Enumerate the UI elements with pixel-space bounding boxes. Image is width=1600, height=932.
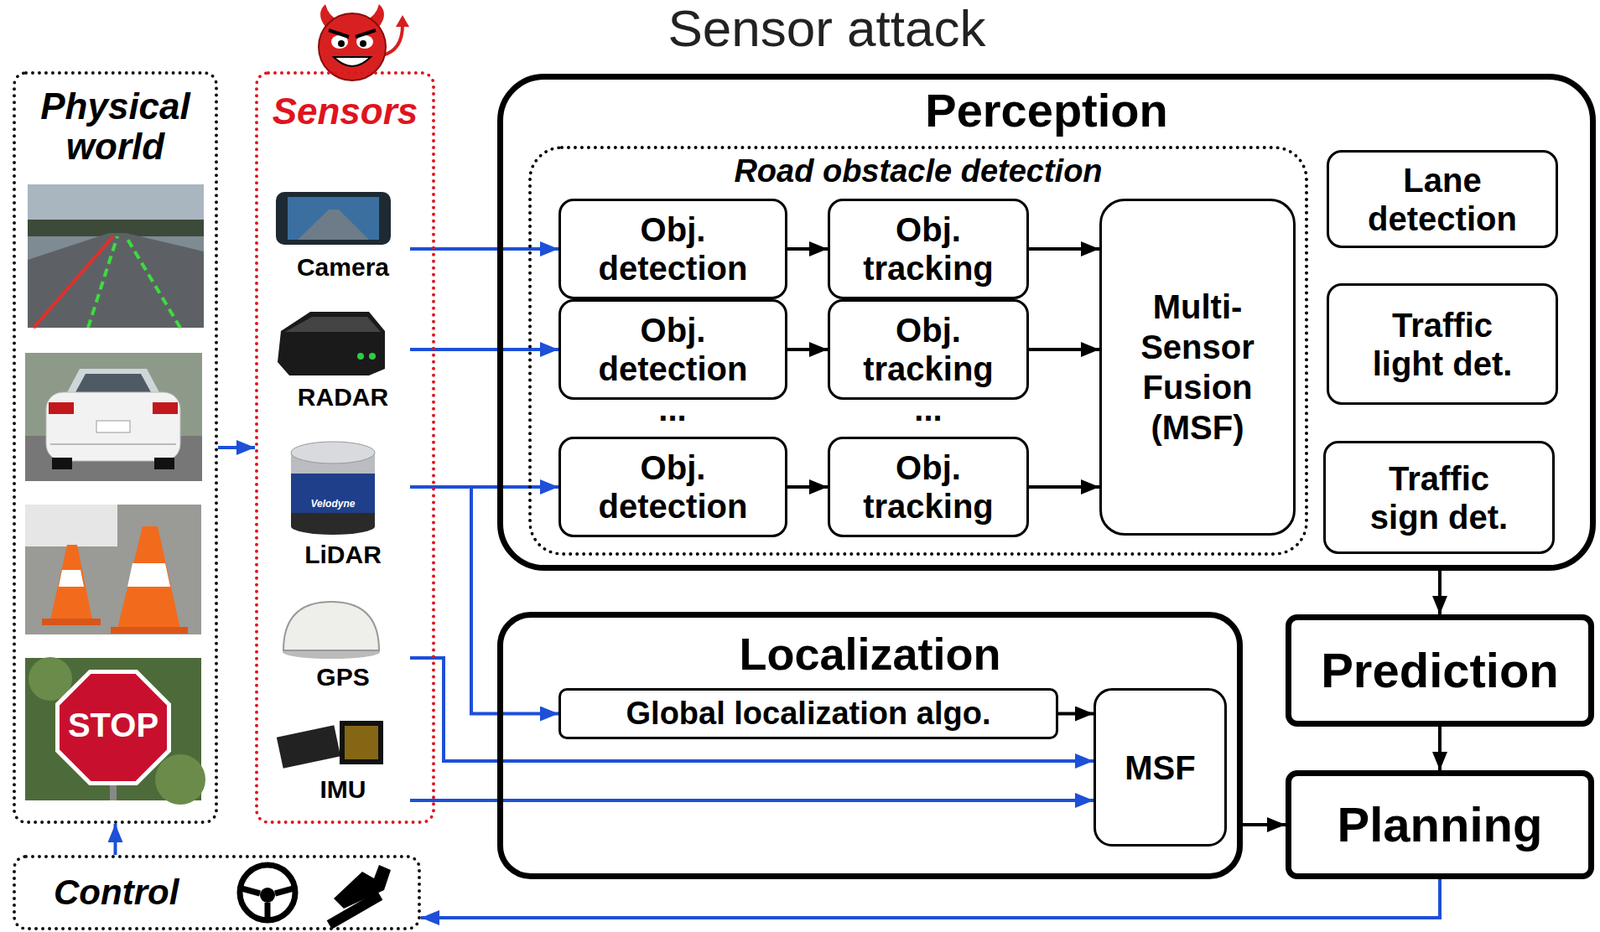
fusion-box: MSF xyxy=(1093,688,1227,847)
connector-arrow xyxy=(1242,823,1286,827)
connector-arrow xyxy=(1438,727,1442,771)
control-box: Control xyxy=(12,855,421,931)
car-photo xyxy=(25,353,203,482)
module-box: Planning xyxy=(1285,770,1595,880)
heading-text: Physical world xyxy=(15,86,215,168)
process-box: Obj. tracking xyxy=(827,436,1029,538)
sign-text: STOP xyxy=(46,706,181,744)
connector-arrow xyxy=(787,485,828,489)
box-text: Obj. tracking xyxy=(841,311,1015,389)
process-box: Obj. tracking xyxy=(827,198,1029,300)
process-box: Traffic light det. xyxy=(1326,283,1559,406)
box-text: Traffic light det. xyxy=(1362,306,1523,384)
connector-arrow xyxy=(1028,348,1100,352)
radar-icon xyxy=(277,311,385,376)
box-text: Prediction xyxy=(1320,644,1559,698)
process-box: Lane detection xyxy=(1326,150,1559,249)
box-text: Obj. tracking xyxy=(841,210,1015,288)
group-frame: Road obstacle detectionObj. detectionObj… xyxy=(528,145,1309,556)
process-box: Obj. tracking xyxy=(827,299,1029,400)
box-text: Control xyxy=(53,873,179,913)
road-photo xyxy=(27,184,204,328)
heading-text: Localization xyxy=(503,629,1237,680)
heading-text: Perception xyxy=(503,84,1590,137)
ellipsis: ... xyxy=(877,390,979,428)
process-box: Obj. detection xyxy=(558,299,788,400)
sensor-item: IMU xyxy=(275,714,411,809)
cones-photo xyxy=(25,504,202,635)
sensor-item: GPS xyxy=(275,599,411,697)
box-text: Lane detection xyxy=(1362,161,1523,239)
box-text: Global localization algo. xyxy=(626,696,992,733)
process-box: Obj. detection xyxy=(558,436,788,538)
fusion-box: Multi-Sensor Fusion (MSF) xyxy=(1099,198,1296,536)
module-box: PerceptionRoad obstacle detectionObj. de… xyxy=(497,73,1596,572)
camera-icon xyxy=(275,192,391,245)
sensor-item: RADAR xyxy=(275,307,411,416)
box-text: Camera xyxy=(296,253,390,281)
connector-arrow xyxy=(1438,571,1442,615)
box-text: Obj. tracking xyxy=(841,448,1015,526)
box-text: GPS xyxy=(316,663,369,691)
gps-icon xyxy=(282,602,380,660)
connector-arrow xyxy=(787,247,828,251)
module-box: Prediction xyxy=(1285,614,1595,728)
stop-sign-photo xyxy=(25,657,206,806)
heading-text: Road obstacle detection xyxy=(531,154,1305,190)
box-text: Multi-Sensor Fusion (MSF) xyxy=(1113,286,1282,448)
connector-arrow xyxy=(1028,485,1100,489)
lidar-icon xyxy=(290,441,375,536)
box-text: IMU xyxy=(320,775,367,804)
devil-icon xyxy=(318,4,410,81)
connector-arrow xyxy=(218,446,255,450)
connector-arrow xyxy=(420,879,1440,919)
connector-arrow xyxy=(787,348,828,352)
box-text: Traffic sign det. xyxy=(1359,459,1519,537)
box-text: RADAR xyxy=(297,383,389,411)
sensor-group: SensorsCameraRADAR LiDAR GPS IMU xyxy=(254,71,436,825)
box-text: Obj. detection xyxy=(572,448,774,526)
process-box: Obj. detection xyxy=(558,198,788,300)
connector-arrow xyxy=(1058,712,1094,717)
title: Sensor attack xyxy=(625,0,1029,58)
ellipsis: ... xyxy=(622,390,723,428)
imu-icon xyxy=(276,721,384,769)
pedal-icon xyxy=(327,865,391,930)
sensor-item: Camera xyxy=(275,188,411,286)
connector-arrow xyxy=(114,824,118,856)
box-text: Obj. detection xyxy=(572,311,774,389)
heading-text: Sensors xyxy=(258,91,432,132)
box-text: LiDAR xyxy=(304,540,382,569)
box-text: MSF xyxy=(1124,748,1195,788)
steering-wheel-icon xyxy=(239,865,296,921)
module-box: LocalizationGlobal localization algo. MSF xyxy=(497,612,1243,880)
process-box: Traffic sign det. xyxy=(1323,441,1555,555)
box-text: Planning xyxy=(1337,798,1543,852)
connector-arrow xyxy=(1028,247,1100,251)
box-text: Obj. detection xyxy=(572,210,774,288)
process-box: Global localization algo. xyxy=(558,688,1059,740)
connector-arrow xyxy=(410,799,1094,803)
brand-text: Velodyne xyxy=(290,498,375,510)
